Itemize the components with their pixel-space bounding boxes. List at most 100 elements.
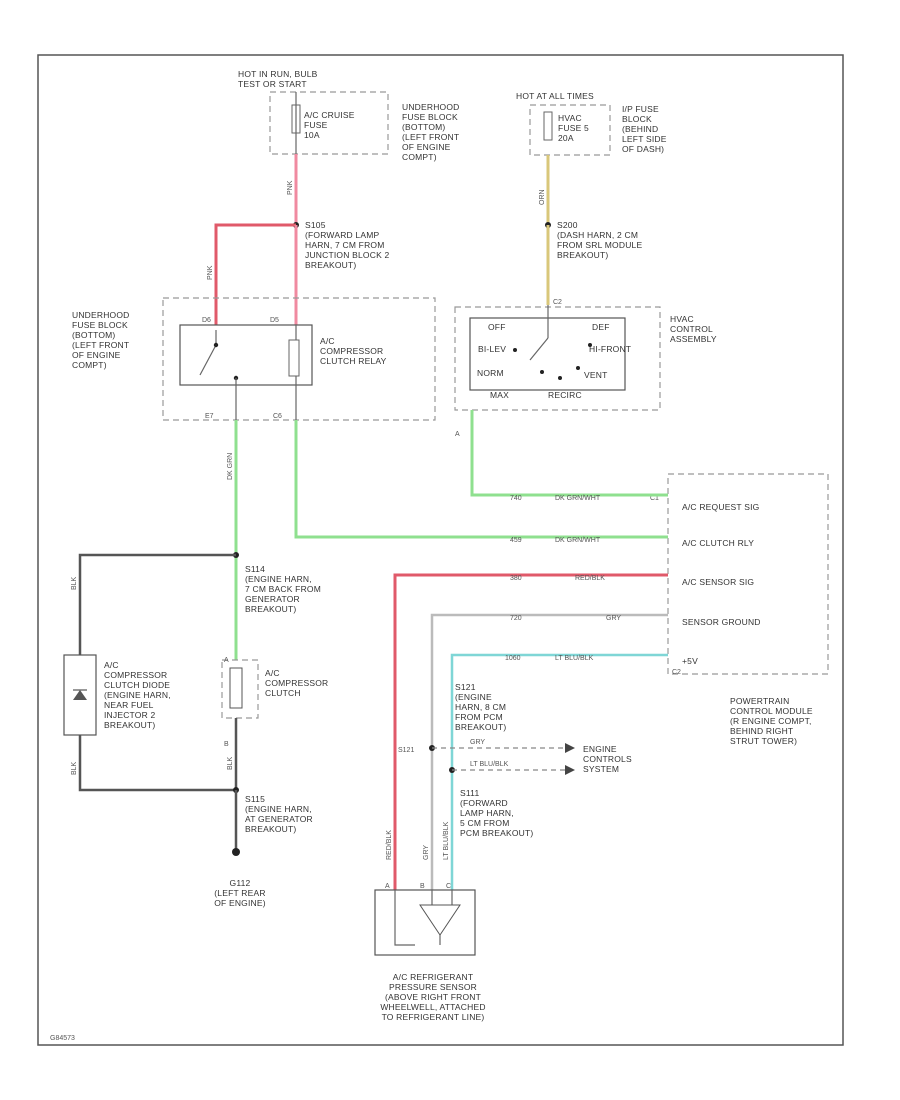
label-line: OF ENGINE) bbox=[214, 898, 266, 908]
pin-pcm-c1: C1 bbox=[650, 495, 659, 502]
label-line: HVAC bbox=[558, 113, 582, 123]
label-line: PRESSURE SENSOR bbox=[389, 982, 477, 992]
label-line: (BEHIND bbox=[622, 124, 658, 134]
wire-num-green-rly: 459 bbox=[510, 537, 522, 544]
hvac-contact-4 bbox=[576, 366, 580, 370]
label-line: (ENGINE bbox=[455, 692, 492, 702]
pin-pcm-c2: C2 bbox=[672, 669, 681, 676]
pin-clutch-b: B bbox=[224, 741, 229, 748]
label-line: COMPRESSOR bbox=[320, 346, 383, 356]
pcm-pin-ac-clutch-rly: A/C CLUTCH RLY bbox=[682, 538, 754, 548]
relay-fuse-block-outline bbox=[162, 297, 436, 421]
label-line: (LEFT REAR bbox=[214, 888, 265, 898]
pin-sensor-a: A bbox=[385, 883, 390, 890]
arrow-engine-controls-1 bbox=[565, 743, 575, 753]
label-line: COMPT) bbox=[72, 360, 107, 370]
label-line: UNDERHOOD bbox=[402, 102, 460, 112]
label-line: BREAKOUT) bbox=[245, 824, 296, 834]
hvac-mode-max: MAX bbox=[490, 390, 509, 400]
label-line: ENGINE bbox=[583, 744, 617, 754]
label-line: 20A bbox=[558, 133, 574, 143]
label-line: G112 bbox=[230, 878, 251, 888]
ac-clutch-relay-box bbox=[179, 324, 313, 386]
ac-clutch-coil bbox=[229, 667, 243, 709]
label-line: BREAKOUT) bbox=[245, 604, 296, 614]
label-line: CONTROL bbox=[670, 324, 713, 334]
label-line: (LEFT FRONT bbox=[72, 340, 129, 350]
hvac-mode-def: DEF bbox=[592, 322, 610, 332]
wire-label-gray: GRY bbox=[606, 615, 621, 622]
label-line: FUSE bbox=[304, 120, 328, 130]
label-line: STRUT TOWER) bbox=[730, 736, 797, 746]
label-line: (BOTTOM) bbox=[72, 330, 115, 340]
relay-switch-arm bbox=[199, 344, 217, 376]
wire-label-dark-top: BLK bbox=[71, 576, 78, 590]
wire-cyan-5v bbox=[450, 653, 668, 890]
diagram-frame bbox=[37, 54, 844, 1046]
label-line: INJECTOR 2 bbox=[104, 710, 156, 720]
label-line: FROM PCM bbox=[455, 712, 503, 722]
fuse-10a-icon bbox=[291, 104, 301, 134]
label-line: S121 bbox=[455, 682, 476, 692]
label-line: (R ENGINE COMPT, bbox=[730, 716, 812, 726]
pcm-pin-ac-request: A/C REQUEST SIG bbox=[682, 502, 759, 512]
label-line: NEAR FUEL bbox=[104, 700, 154, 710]
wire-green-clutch-rly bbox=[294, 420, 668, 539]
wire-label-cyan-vert: LT BLU/BLK bbox=[443, 821, 450, 860]
pin-hvac-pcm: A bbox=[455, 431, 460, 438]
label-line: A/C bbox=[320, 336, 335, 346]
label-line: LEFT SIDE bbox=[622, 134, 667, 144]
pin-relay-pwr: D5 bbox=[270, 317, 279, 324]
ac-clutch-outline bbox=[221, 659, 259, 719]
label-line: A/C bbox=[265, 668, 280, 678]
wire-num-red: 380 bbox=[510, 575, 522, 582]
label-line: FROM SRL MODULE bbox=[557, 240, 642, 250]
label-line: FUSE BLOCK bbox=[72, 320, 128, 330]
hvac-contact-2 bbox=[540, 370, 544, 374]
label-line: GENERATOR bbox=[245, 594, 300, 604]
sensor-internal-a bbox=[394, 890, 415, 946]
hvac-mode-hidef: HI-FRONT bbox=[589, 344, 631, 354]
label-line: (LEFT FRONT bbox=[402, 132, 459, 142]
pin-sensor-b: B bbox=[420, 883, 425, 890]
label-line: CLUTCH RELAY bbox=[320, 356, 387, 366]
label-line: (ENGINE HARN, bbox=[245, 574, 312, 584]
wire-label-red-vert: RED/BLK bbox=[386, 830, 393, 860]
pressure-sensor-box bbox=[374, 889, 476, 956]
label-line: COMPRESSOR bbox=[104, 670, 167, 680]
label-line: OF ENGINE bbox=[402, 142, 451, 152]
label-line: 5 CM FROM bbox=[460, 818, 510, 828]
wire-red-relay-in bbox=[214, 223, 296, 325]
label-line: POWERTRAIN bbox=[730, 696, 789, 706]
pcm-pin-sensor-ground: SENSOR GROUND bbox=[682, 617, 761, 627]
label-line: A/C REFRIGERANT bbox=[393, 972, 473, 982]
label-line: TEST OR START bbox=[238, 79, 307, 89]
label-line: (ABOVE RIGHT FRONT bbox=[385, 992, 481, 1002]
hvac-mode-vent: VENT bbox=[584, 370, 607, 380]
wire-num-gray: 720 bbox=[510, 615, 522, 622]
label-line: CONTROL MODULE bbox=[730, 706, 813, 716]
wire-red-sensor-sig bbox=[393, 573, 668, 890]
hvac-contact-5 bbox=[588, 343, 592, 347]
pin-clutch-a: A bbox=[224, 657, 229, 664]
pin-sensor-c: C bbox=[446, 883, 451, 890]
pcm-pin-5v: +5V bbox=[682, 656, 698, 666]
wire-label-clutch: BLK bbox=[227, 756, 234, 770]
label-line: HVAC bbox=[670, 314, 694, 324]
hvac-mode-norm: NORM bbox=[477, 368, 504, 378]
wire-label-red: RED/BLK bbox=[575, 575, 605, 582]
wire-label-green-req: DK GRN/WHT bbox=[555, 495, 601, 502]
label-line: OF DASH) bbox=[622, 144, 664, 154]
